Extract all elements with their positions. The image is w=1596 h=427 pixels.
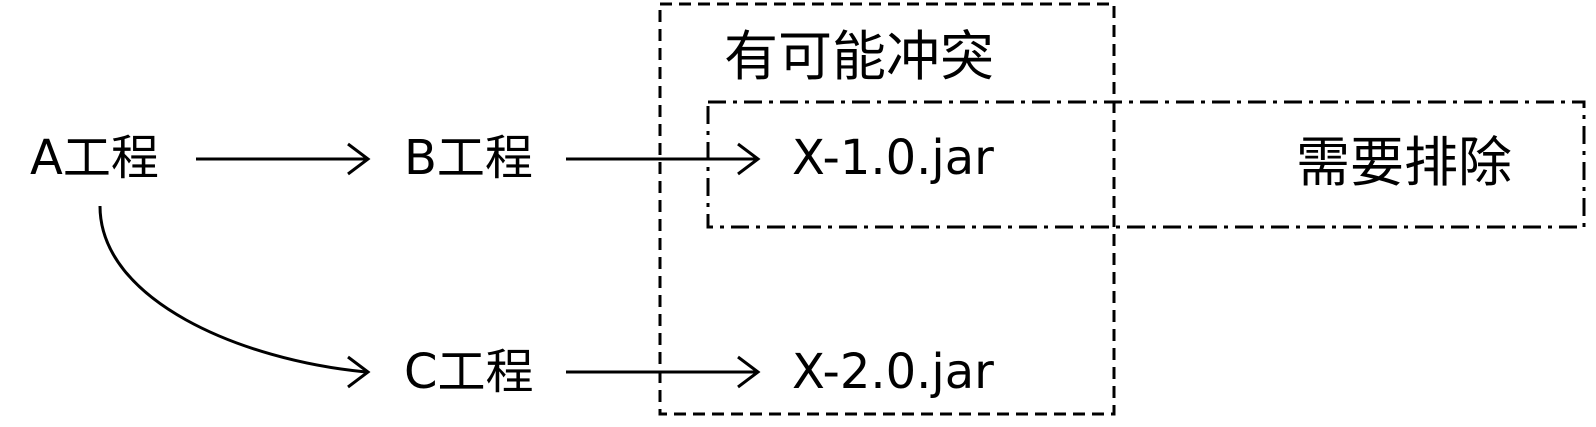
node-x20-jar: X-2.0.jar xyxy=(792,344,994,400)
arrow-a-to-c-head xyxy=(347,355,371,389)
arrow-a-to-b-head xyxy=(347,142,371,176)
exclude-box xyxy=(706,100,1586,229)
node-x10-jar: X-1.0.jar xyxy=(792,130,994,186)
label-possible-conflict: 有可能冲突 xyxy=(724,25,994,88)
node-c-project: C工程 xyxy=(404,344,534,400)
arrow-c-to-x20-head xyxy=(737,355,761,389)
conflict-box xyxy=(658,2,1116,416)
arrow-b-to-x10-head xyxy=(737,142,761,176)
node-a-project: A工程 xyxy=(30,130,159,186)
arrow-a-to-c-curve xyxy=(98,205,367,374)
node-b-project: B工程 xyxy=(404,130,533,186)
label-need-exclude: 需要排除 xyxy=(1296,131,1512,194)
